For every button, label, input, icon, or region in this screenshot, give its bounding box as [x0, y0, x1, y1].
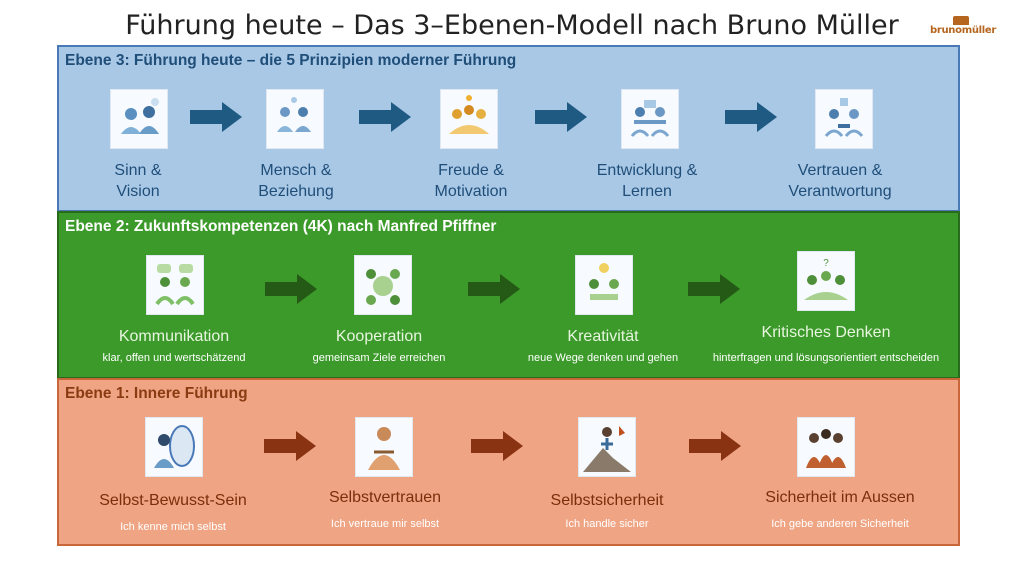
level-3-title: Ebene 3: Führung heute – die 5 Prinzipie… — [65, 52, 517, 69]
level-2-title: Ebene 2: Zukunftskompetenzen (4K) nach M… — [65, 218, 497, 235]
vision-team-icon — [110, 89, 168, 149]
level-2-panel: Ebene 2: Zukunftskompetenzen (4K) nach M… — [57, 211, 960, 379]
principle-line2: Beziehung — [258, 182, 334, 200]
climber-icon — [578, 417, 636, 477]
principle-label: Mensch & Beziehung — [221, 161, 371, 203]
logo-mark-icon — [953, 16, 969, 25]
arrow-icon — [190, 102, 242, 132]
critical-thinking-icon: ? — [797, 251, 855, 311]
principle-line2: Motivation — [434, 182, 508, 200]
mirror-icon — [145, 417, 203, 477]
cooperation-icon — [354, 255, 412, 315]
arrow-icon — [689, 431, 741, 461]
principle-line1: Sinn & — [114, 162, 162, 179]
principle-label: Freude & Motivation — [396, 161, 546, 203]
confident-person-icon — [355, 417, 413, 477]
communication-icon — [146, 255, 204, 315]
principle-line2: Vision — [116, 182, 160, 200]
inner-leadership-label: Selbstvertrauen — [328, 489, 442, 506]
logo-name: brunomüller — [930, 25, 997, 36]
principle-line1: Mensch & — [260, 162, 332, 179]
trust-icon — [815, 89, 873, 149]
arrow-icon — [535, 102, 587, 132]
level-1-panel: Ebene 1: Innere Führung Selbst-Bewusst-S… — [57, 378, 960, 546]
inner-leadership-label: Selbst-Bewusst-Sein — [99, 492, 247, 509]
arrow-icon — [264, 431, 316, 461]
competence-label: Kooperation — [335, 328, 423, 345]
competence-description: gemeinsam Ziele erreichen — [312, 352, 446, 364]
arrow-icon — [359, 102, 411, 132]
relationship-icon — [266, 89, 324, 149]
learning-icon — [621, 89, 679, 149]
group-icon — [797, 417, 855, 477]
arrow-icon — [725, 102, 777, 132]
principle-line1: Entwicklung & — [596, 162, 698, 179]
principle-label: Sinn & Vision — [63, 161, 213, 203]
level-3-panel: Ebene 3: Führung heute – die 5 Prinzipie… — [57, 45, 960, 212]
principle-line1: Freude & — [438, 162, 504, 179]
creativity-icon — [575, 255, 633, 315]
svg-text:?: ? — [823, 258, 829, 269]
competence-description: neue Wege denken und gehen — [527, 352, 679, 364]
competence-label: Kreativität — [567, 328, 639, 345]
principle-line2: Lernen — [622, 182, 672, 200]
brand-logo: brunomüller — [930, 16, 997, 36]
inner-leadership-description: Ich vertraue mir selbst — [330, 518, 440, 530]
competence-description: klar, offen und wertschätzend — [102, 352, 246, 364]
inner-leadership-description: Ich gebe anderen Sicherheit — [771, 518, 909, 530]
principle-line1: Vertrauen & — [797, 162, 883, 179]
arrow-icon — [471, 431, 523, 461]
inner-leadership-description: Ich kenne mich selbst — [120, 521, 226, 533]
competence-label: Kommunikation — [118, 328, 230, 345]
arrow-icon — [265, 274, 317, 304]
principle-line2: Verantwortung — [788, 182, 892, 200]
inner-leadership-label: Sicherheit im Aussen — [765, 489, 915, 506]
page-title: Führung heute – Das 3–Ebenen-Modell nach… — [125, 10, 899, 41]
competence-label: Kritisches Denken — [761, 324, 891, 341]
joy-icon — [440, 89, 498, 149]
level-1-title: Ebene 1: Innere Führung — [65, 385, 248, 402]
logo-tagline-line — [930, 36, 932, 41]
principle-label: Entwicklung & Lernen — [572, 161, 722, 203]
arrow-icon — [688, 274, 740, 304]
inner-leadership-description: Ich handle sicher — [565, 518, 649, 530]
inner-leadership-label: Selbstsicherheit — [550, 492, 664, 509]
principle-label: Vertrauen & Verantwortung — [765, 161, 915, 203]
arrow-icon — [468, 274, 520, 304]
competence-description: hinterfragen und lösungsorientiert entsc… — [712, 352, 940, 364]
